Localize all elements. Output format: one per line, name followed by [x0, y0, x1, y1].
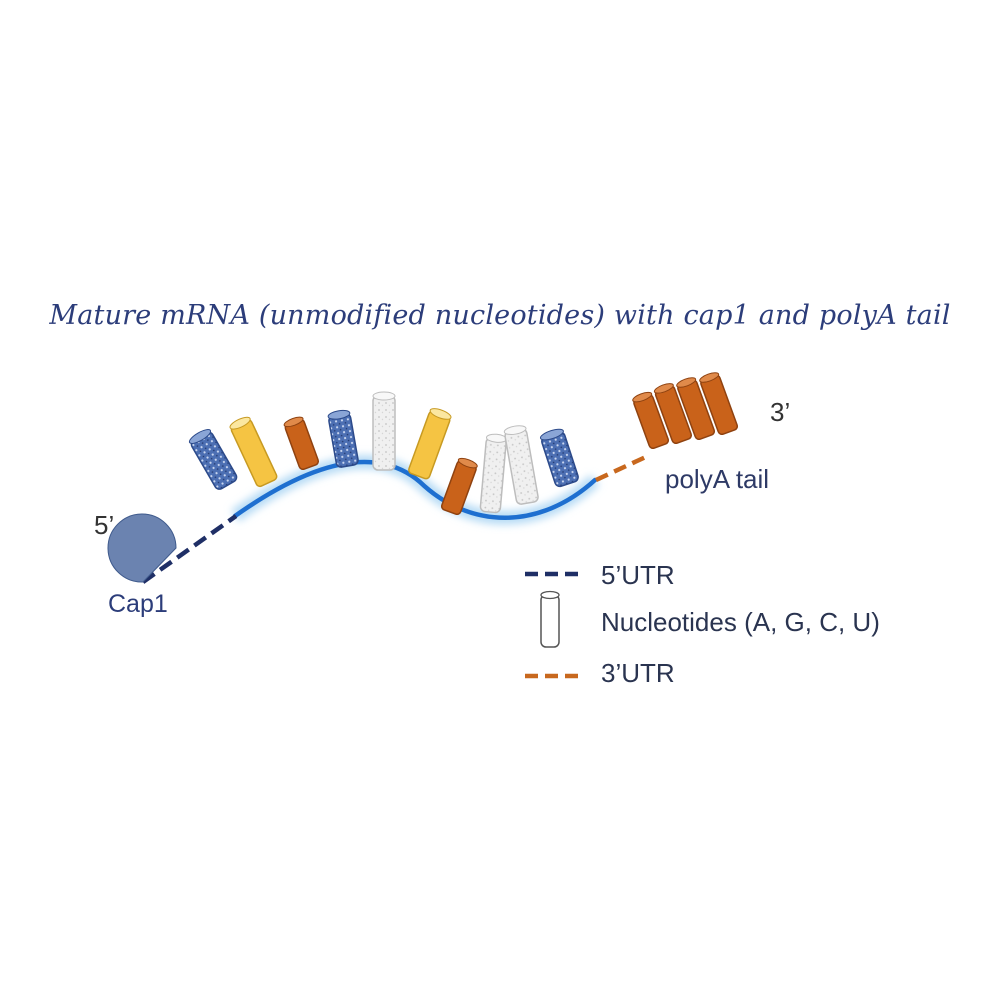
utr5-line: [141, 514, 238, 584]
polya-tail-label: polyA tail: [665, 464, 770, 494]
cap1-shape: [107, 513, 177, 583]
legend-utr5-text: 5’UTR: [601, 560, 675, 590]
polya-tail: [632, 372, 739, 450]
legend-nucleotide-symbol: [540, 590, 560, 648]
nucleotide-white-3: [503, 425, 539, 505]
nucleotide-blue-2: [327, 409, 359, 468]
nucleotide-yellow-1: [229, 416, 278, 488]
utr3-line: [595, 452, 651, 483]
nucleotide-yellow-2: [408, 408, 452, 480]
polya-cylinder: [632, 391, 670, 450]
diagram-title: Mature mRNA (unmodified nucleotides) wit…: [49, 300, 951, 331]
polya-cylinder: [653, 383, 693, 445]
nucleotide-blue-1: [188, 429, 238, 490]
three-prime-label: 3’: [770, 397, 791, 427]
nucleotide-orange-2: [440, 457, 478, 516]
polya-cylinder: [699, 372, 739, 436]
five-prime-label: 5’: [94, 510, 115, 540]
legend-utr3-text: 3’UTR: [601, 658, 675, 688]
nucleotide-white-2: [479, 433, 507, 514]
cap1-label: Cap1: [108, 590, 168, 618]
legend-nucleotide-text: Nucleotides (A, G, C, U): [601, 607, 880, 637]
nucleotide-orange-1: [283, 416, 320, 471]
nucleotide-white-1: [372, 391, 396, 471]
mrna-strand: [230, 455, 600, 525]
polya-cylinder: [676, 377, 716, 441]
nucleotide-blue-3: [539, 428, 579, 488]
